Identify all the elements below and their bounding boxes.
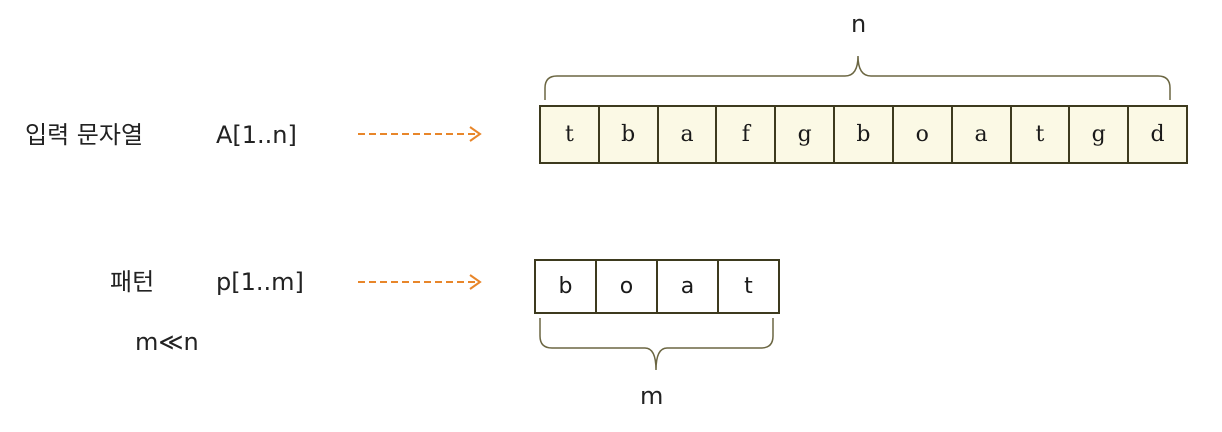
input-arrow (358, 126, 482, 142)
input-brace (544, 55, 1171, 100)
input-cell: g (776, 107, 836, 162)
input-cell: d (1150, 122, 1165, 147)
input-cell: a (659, 107, 718, 162)
input-cell: o (894, 107, 953, 162)
input-cell: b (835, 107, 894, 162)
input-string-label: 입력 문자열 (25, 121, 144, 149)
input-notation: A[1..n] (216, 121, 297, 149)
input-array: t b a f g b o a t g d (539, 105, 1188, 164)
pattern-cell: t (744, 274, 753, 299)
pattern-cell: o (597, 261, 658, 312)
pattern-notation: p[1..m] (216, 268, 304, 296)
input-cell: b (600, 107, 659, 162)
pattern-brace (539, 318, 774, 371)
pattern-array: b o a t (534, 259, 780, 314)
input-cell: a (953, 107, 1012, 162)
pattern-length-label: m (640, 382, 664, 410)
input-cell: f (717, 107, 777, 162)
input-length-label: n (851, 10, 867, 38)
input-cell: t (541, 107, 600, 162)
input-cell: g (1070, 107, 1130, 162)
pattern-cell: b (536, 261, 597, 312)
length-relation: m≪n (135, 328, 199, 356)
input-cell: t (1012, 107, 1071, 162)
pattern-label: 패턴 (110, 268, 155, 296)
pattern-arrow (358, 274, 482, 290)
pattern-cell: a (658, 261, 719, 312)
